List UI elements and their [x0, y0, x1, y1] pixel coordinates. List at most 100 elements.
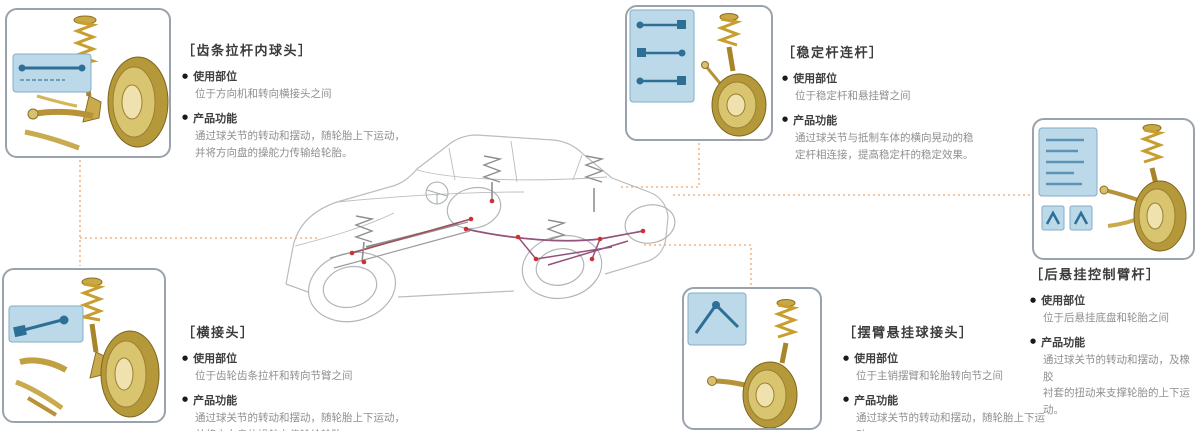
tire-illustration	[742, 361, 798, 428]
function-desc: 通过球关节与抵制车体的横向晃动的稳 定杆相连接，提高稳定杆的稳定效果。	[795, 131, 974, 161]
function-desc: 通过球关节的转动和摆动，随轮胎上下运动， 操舵方向盘时，球关节成为轮胎转动的中心…	[856, 411, 1045, 431]
tire-illustration	[1133, 180, 1187, 252]
usage-section: ● 使用部位 位于齿轮齿条拉杆和转向节臂之间	[182, 350, 414, 385]
function-label: 产品功能	[793, 113, 838, 127]
usage-section: ● 使用部位 位于方向机和转向横接头之间	[182, 68, 414, 103]
inset-diagram	[12, 53, 92, 93]
front-right-spring	[481, 155, 503, 183]
function-label: 产品功能	[193, 393, 238, 407]
bullet-icon: ●	[843, 395, 850, 404]
function-label: 产品功能	[854, 393, 899, 407]
windshield-pillar	[448, 147, 456, 181]
bullet-icon: ●	[782, 73, 789, 82]
usage-label-row: ● 使用部位	[782, 70, 990, 86]
inset-diagram	[629, 9, 695, 103]
function-label: 产品功能	[193, 111, 238, 125]
bullet-icon: ●	[182, 353, 189, 362]
callout-title: ［后悬挂控制臂杆］	[1030, 268, 1161, 283]
rear-right-spring	[583, 155, 605, 183]
inset-diagram	[687, 292, 747, 346]
usage-desc: 位于主销摆臂和轮胎转向节之间	[856, 370, 1003, 382]
usage-label-row: ● 使用部位	[182, 350, 414, 366]
bullet-icon: ●	[1030, 295, 1037, 304]
function-desc: 通过球关节的转动和摆动，随轮胎上下运动， 并将方向盘的操舵力传输给轮胎。	[195, 129, 405, 159]
rear-left-wheel	[521, 234, 603, 300]
rear-right-wheel	[624, 204, 676, 244]
function-label-row: ● 产品功能	[782, 112, 990, 128]
callout-rear-control-arm: ［后悬挂控制臂杆］ ● 使用部位 位于后悬挂底盘和轮胎之间 ● 产品功能 通过球…	[1030, 264, 1198, 426]
side-glass-base	[416, 169, 608, 181]
function-label-row: ● 产品功能	[182, 392, 414, 408]
front-tie-rod	[351, 218, 472, 254]
photo-panel-rear-control-arm	[1032, 118, 1195, 260]
callout-title: ［齿条拉杆内球头］	[182, 44, 313, 59]
swing-arm-ball-joint-photo	[687, 292, 800, 428]
function-desc: 通过球关节的转动和摆动，及橡胶 衬套的扭动来支撑轮胎的上下运动。	[1043, 353, 1190, 417]
front-ball-joints	[349, 198, 495, 265]
callout-title: ［横接头］	[182, 326, 255, 341]
usage-label: 使用部位	[193, 352, 238, 365]
far-side-line	[336, 191, 525, 203]
photo-panel-swing-arm-ball-joint	[682, 287, 822, 430]
inset-diagram	[8, 305, 84, 343]
c-pillar	[572, 154, 583, 181]
front-right-wheel	[446, 186, 502, 230]
inset-diagram	[1038, 127, 1098, 197]
usage-desc: 位于稳定杆和悬挂臂之间	[795, 90, 911, 102]
rack-tie-rod-photo	[12, 15, 169, 151]
function-section: ● 产品功能 通过球关节与抵制车体的横向晃动的稳 定杆相连接，提高稳定杆的稳定效…	[782, 112, 990, 164]
function-section: ● 产品功能 通过球关节的转动和摆动，随轮胎上下运动， 操舵方向盘时，球关节成为…	[843, 392, 1058, 431]
stabilizer-link-photo	[629, 9, 767, 137]
steering-wheel-icon	[425, 181, 449, 205]
stabilizer-bar	[465, 228, 644, 242]
usage-label-row: ● 使用部位	[843, 350, 1058, 366]
usage-label: 使用部位	[193, 70, 238, 83]
callout-rack-tie-rod: ［齿条拉杆内球头］ ● 使用部位 位于方向机和转向横接头之间 ● 产品功能 通过…	[182, 40, 414, 168]
usage-section: ● 使用部位 位于稳定杆和悬挂臂之间	[782, 70, 990, 105]
usage-label: 使用部位	[854, 352, 899, 365]
rear-suspension	[463, 155, 646, 266]
strut-illustration	[716, 13, 743, 72]
photo-panel-stabilizer-link	[625, 5, 773, 141]
tire-illustration	[107, 56, 169, 148]
bullet-icon: ●	[843, 353, 850, 362]
usage-label-row: ● 使用部位	[1030, 292, 1198, 308]
wheels	[307, 186, 676, 323]
callout-stabilizer-link: ［稳定杆连杆］ ● 使用部位 位于稳定杆和悬挂臂之间 ● 产品功能 通过球关节与…	[782, 42, 990, 170]
callout-swing-arm-ball-joint: ［摆臂悬挂球接头］ ● 使用部位 位于主销摆臂和轮胎转向节之间 ● 产品功能 通…	[843, 322, 1058, 431]
photo-panel-tie-rod-end	[2, 268, 166, 423]
function-section: ● 产品功能 通过球关节的转动和摆动，及橡胶 衬套的扭动来支撑轮胎的上下运动。	[1030, 334, 1198, 419]
rear-left-spring	[546, 219, 567, 241]
b-pillar	[510, 140, 518, 183]
bullet-icon: ●	[1030, 337, 1037, 346]
usage-label: 使用部位	[1041, 294, 1086, 307]
function-section: ● 产品功能 通过球关节的转动和摆动，随轮胎上下运动， 并将方向盘的操舵力传输给…	[182, 110, 414, 162]
usage-desc: 位于后悬挂底盘和轮胎之间	[1043, 312, 1169, 324]
callout-title: ［摆臂悬挂球接头］	[843, 326, 974, 341]
rear-ball-joints	[463, 226, 646, 262]
connector-lines	[79, 143, 1030, 285]
bullet-icon: ●	[182, 71, 189, 80]
bullet-icon: ●	[182, 113, 189, 122]
tire-illustration	[711, 73, 767, 137]
photo-panel-rack-tie-rod	[5, 8, 171, 158]
knuckle-arm-illustration	[15, 357, 68, 417]
strut-illustration	[1139, 124, 1166, 185]
function-label: 产品功能	[1041, 335, 1086, 349]
usage-section: ● 使用部位 位于后悬挂底盘和轮胎之间	[1030, 292, 1198, 327]
strut-illustration	[773, 299, 800, 364]
usage-label-row: ● 使用部位	[182, 68, 414, 84]
usage-label: 使用部位	[793, 72, 838, 85]
function-label-row: ● 产品功能	[843, 392, 1058, 408]
tire-illustration	[100, 330, 160, 418]
function-label-row: ● 产品功能	[1030, 334, 1198, 350]
front-suspension	[329, 155, 503, 269]
function-desc: 通过球关节的转动和摆动，随轮胎上下运动， 并将方向盘的操舵力传输给轮胎。	[195, 411, 405, 431]
usage-desc: 位于齿轮齿条拉杆和转向节臂之间	[195, 370, 353, 382]
front-left-spring	[353, 215, 375, 243]
inset-bushing-icons	[1041, 205, 1093, 231]
callout-title: ［稳定杆连杆］	[782, 46, 884, 61]
usage-desc: 位于方向机和转向横接头之间	[195, 88, 332, 100]
